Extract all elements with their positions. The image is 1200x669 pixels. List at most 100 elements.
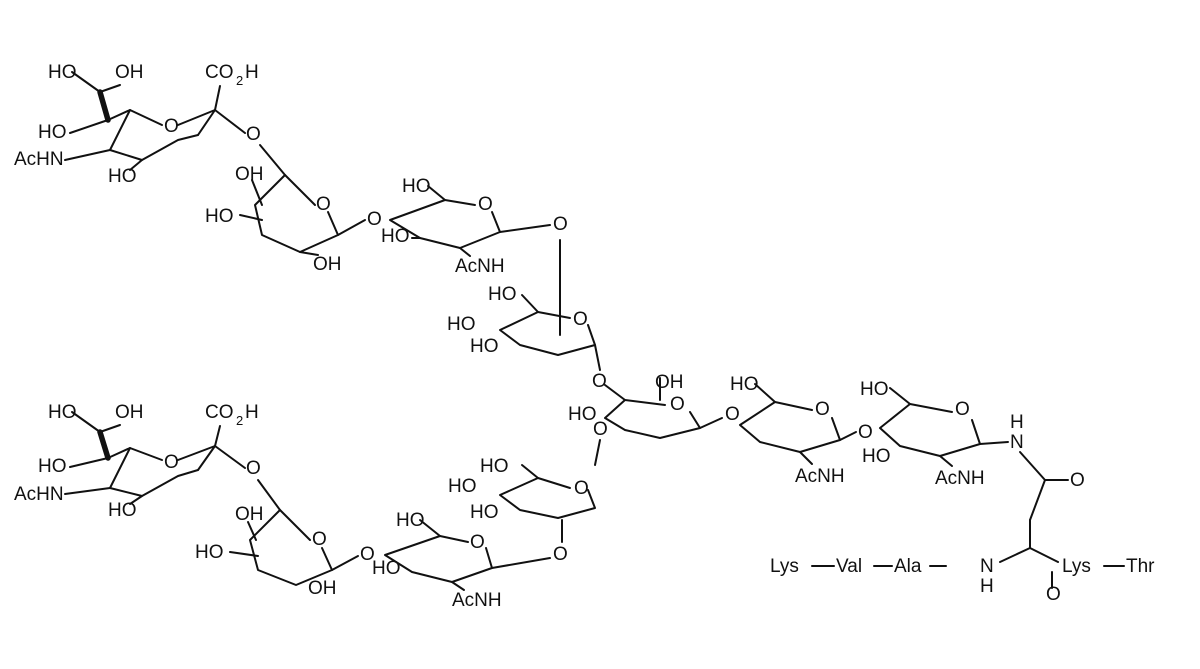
bond: [889, 387, 953, 413]
label-ring-o: O: [164, 452, 179, 473]
bond: [427, 185, 476, 206]
upper-mannose: HO HO HO O O: [447, 239, 607, 392]
label-oh: OH: [313, 254, 342, 275]
bond-wedge: [97, 89, 111, 123]
label-glyco-o: O: [367, 209, 382, 230]
label-sub2: 2: [236, 73, 243, 88]
bond: [71, 71, 121, 93]
ring: [249, 509, 333, 586]
bond: [419, 519, 469, 543]
label-glyco-o: O: [360, 544, 375, 565]
bond: [754, 383, 813, 411]
label-ho: HO: [372, 558, 401, 579]
bond: [979, 441, 1009, 445]
bond: [129, 495, 143, 505]
ring: [109, 447, 199, 497]
label-thr: Thr: [1126, 556, 1155, 577]
label-ho: HO: [38, 122, 67, 143]
label-ho: HO: [195, 542, 224, 563]
label-glyco-o: O: [553, 544, 568, 565]
label-oh: OH: [115, 402, 144, 423]
bond: [214, 445, 246, 469]
bond: [1029, 479, 1046, 521]
bond: [259, 144, 316, 206]
bond: [257, 479, 311, 541]
label-acnh: AcNH: [795, 466, 845, 487]
bond: [499, 224, 551, 233]
label-ring-o: O: [815, 399, 830, 420]
bond: [594, 344, 601, 371]
label-ho: HO: [862, 446, 891, 467]
label-ho: HO: [480, 456, 509, 477]
bond-wedge: [97, 429, 111, 461]
bond: [64, 149, 111, 161]
label-carbonyl-o: O: [1070, 470, 1085, 491]
label-link-o: O: [246, 458, 261, 479]
label-lys-1: Lys: [770, 556, 799, 577]
bond: [299, 251, 319, 256]
lower-mannose: HO HO HO O O: [448, 439, 601, 565]
bond: [69, 119, 109, 134]
ring: [604, 399, 701, 439]
bond: [337, 219, 366, 236]
upper-glcnac: HO HO O AcNH O: [381, 176, 568, 277]
lower-galactose: OH HO O OH O: [195, 479, 375, 599]
label-glyco-o: O: [553, 214, 568, 235]
bond: [459, 247, 471, 257]
label-ho: HO: [860, 379, 889, 400]
label-sub2: 2: [236, 413, 243, 428]
bond: [521, 464, 571, 489]
label-amide-h: H: [980, 576, 994, 597]
bond: [71, 411, 121, 433]
label-achn: AcHN: [14, 484, 64, 505]
bond: [107, 109, 163, 126]
label-h: H: [245, 402, 259, 423]
bond: [251, 179, 263, 206]
label-achn: AcHN: [14, 149, 64, 170]
bond: [999, 547, 1031, 563]
bond: [839, 431, 857, 441]
label-glyco-o: O: [593, 419, 608, 440]
bond: [214, 85, 221, 111]
label-glyco-o: O: [858, 422, 873, 443]
label-ring-o: O: [470, 532, 485, 553]
bond: [939, 455, 953, 467]
bond: [64, 487, 111, 495]
label-ho: HO: [205, 206, 234, 227]
bond: [129, 159, 143, 171]
core-glcnac-1: HO O AcNH O: [730, 374, 873, 487]
bond: [197, 445, 216, 471]
label-ala: Ala: [894, 556, 922, 577]
label-ring-o: O: [312, 529, 327, 550]
label-acnh: AcNH: [935, 468, 985, 489]
bond: [594, 439, 601, 466]
label-oh: OH: [655, 372, 684, 393]
label-ho: HO: [730, 374, 759, 395]
ring: [389, 199, 501, 249]
label-ho: HO: [48, 402, 77, 423]
bond: [214, 425, 221, 447]
bond: [69, 457, 109, 468]
label-ho: HO: [38, 456, 67, 477]
label-lys-2: Lys: [1062, 556, 1091, 577]
label-oh: OH: [308, 578, 337, 599]
ring: [109, 109, 199, 161]
lower-sialic-acid: HO OH CO 2 H HO AcHN HO O O: [14, 402, 261, 521]
upper-galactose: OH HO O OH O: [205, 144, 382, 275]
label-ho: HO: [108, 500, 137, 521]
upper-sialic-acid: HO OH CO 2 H HO AcHN HO O O: [14, 62, 261, 187]
bond: [214, 109, 246, 134]
label-link-o: O: [246, 124, 261, 145]
label-ho: HO: [402, 176, 431, 197]
label-acnh: AcNH: [455, 256, 505, 277]
label-ring-o: O: [164, 116, 179, 137]
label-anomeric-h: H: [1010, 412, 1024, 433]
bond: [331, 555, 359, 571]
label-h: H: [245, 62, 259, 83]
ring: [499, 477, 596, 519]
label-co: CO: [205, 402, 234, 423]
label-acnh: AcNH: [452, 590, 502, 611]
label-ring-o: O: [316, 194, 331, 215]
label-glyco-o: O: [725, 404, 740, 425]
label-ring-o: O: [670, 394, 685, 415]
